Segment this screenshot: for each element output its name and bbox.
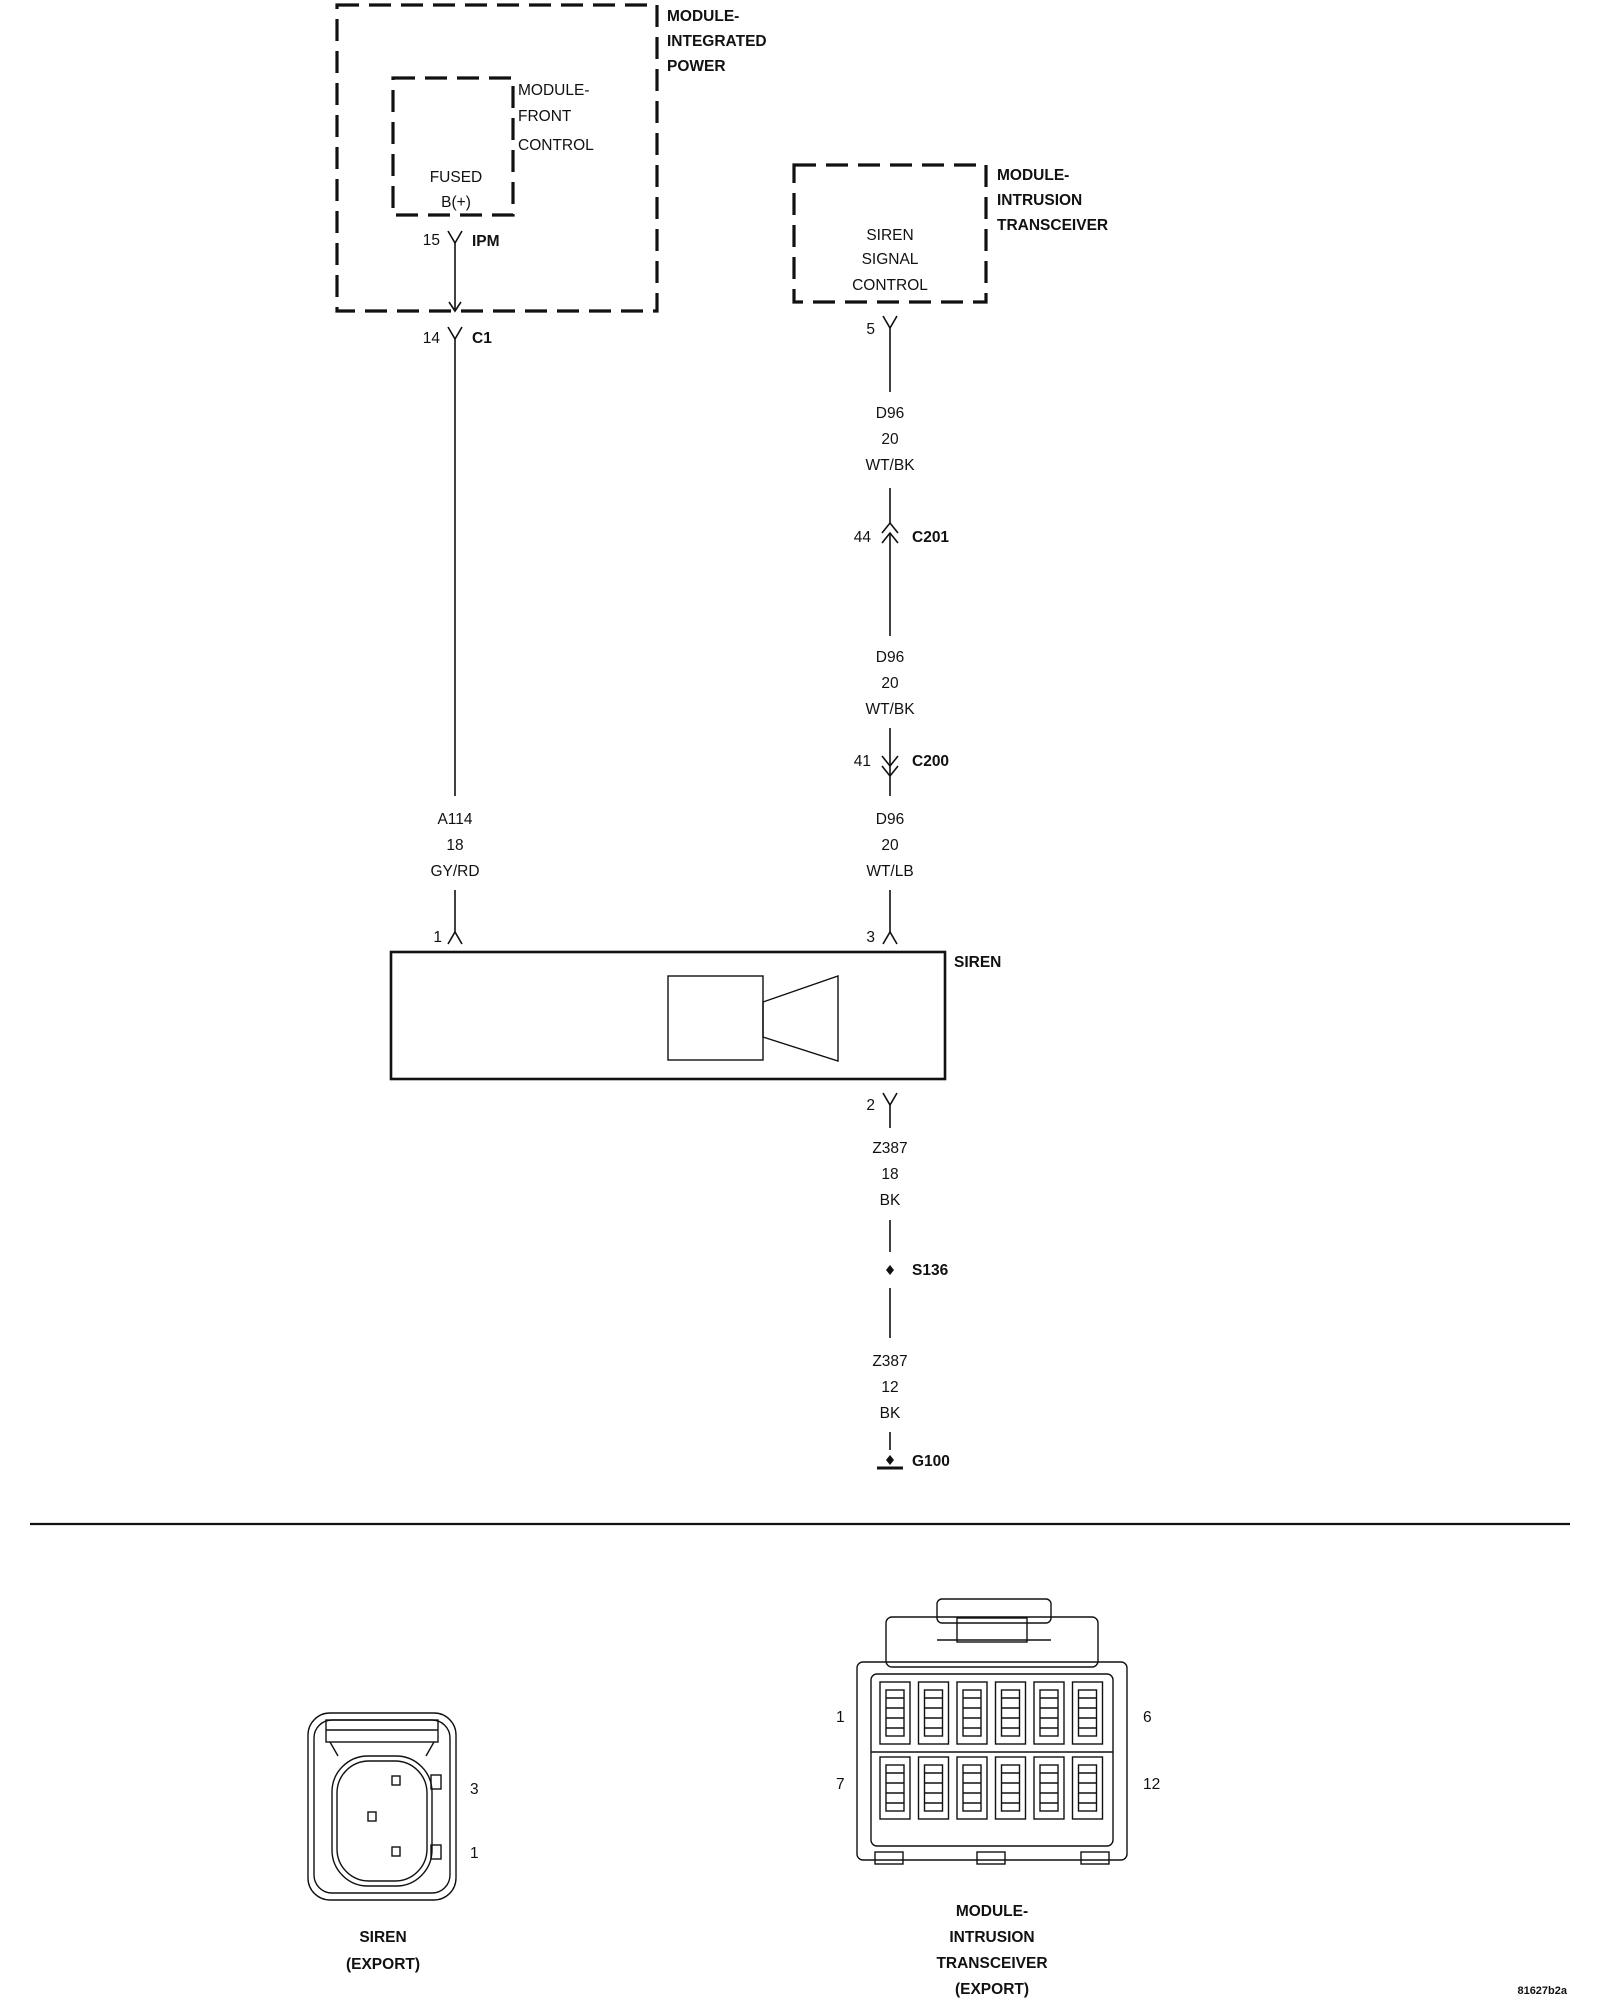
fcm-module-label-3: CONTROL (518, 137, 594, 154)
itm-module-box (792, 163, 988, 304)
connector-cavity (879, 1756, 911, 1820)
siren-pin-3-number: 3 (866, 929, 875, 946)
connector-cavity (917, 1756, 950, 1820)
siren-pin-1-number: 1 (433, 929, 442, 946)
itm-pin-symbol (882, 315, 898, 330)
c1-pin-number: 14 (423, 330, 441, 347)
ipm-pin-symbol (447, 230, 463, 245)
connector-cavity (1033, 1681, 1065, 1745)
ipm-module-label-3: POWER (667, 58, 726, 75)
ipm-connector-label: IPM (472, 233, 500, 250)
wire-z387-1-gauge: 18 (881, 1166, 898, 1183)
wire-d96-2-gauge: 20 (881, 675, 899, 692)
ground-icon-dot (886, 1455, 894, 1465)
itm-connector-pin-7: 7 (836, 1776, 845, 1793)
itm-connector-caption-1: MODULE- (956, 1903, 1028, 1920)
wire-d96-1-gauge: 20 (881, 431, 899, 448)
splice-s136-label: S136 (912, 1262, 949, 1279)
itm-pin-number: 5 (866, 321, 875, 338)
siren-component-box (389, 950, 947, 1081)
connector-cavity (879, 1681, 911, 1745)
itm-connector-pin-12: 12 (1143, 1776, 1160, 1793)
connector-cavity (1033, 1756, 1065, 1820)
ipm-pin-number: 15 (423, 232, 440, 249)
siren-connector-view (307, 1712, 457, 1901)
ipm-module-label-1: MODULE- (667, 8, 739, 25)
c201-connector-label: C201 (912, 529, 949, 546)
fcm-pin-label-2: B(+) (441, 194, 471, 211)
connector-cavity (917, 1681, 950, 1745)
connector-cavity (994, 1756, 1027, 1820)
wire-z387-1-color: BK (880, 1192, 901, 1209)
wire-d96-1-circuit: D96 (876, 405, 904, 422)
ipm-module-box (335, 3, 659, 313)
fcm-module-label-2: FRONT (518, 108, 572, 125)
speaker-icon-body (667, 975, 764, 1061)
c201-pin-number: 44 (854, 529, 872, 546)
itm-connector-caption-2: INTRUSION (949, 1929, 1034, 1946)
itm-connector-caption-4: (EXPORT) (955, 1981, 1029, 1998)
itm-connector-pin-1: 1 (836, 1709, 845, 1726)
fcm-module-label-1: MODULE- (518, 82, 589, 99)
wire-d96-3-color: WT/LB (866, 863, 913, 880)
connector-cavity (994, 1681, 1027, 1745)
ipm-module-label-2: INTEGRATED (667, 33, 767, 50)
siren-connector-pin-3: 3 (470, 1781, 479, 1798)
wire-z387-1-circuit: Z387 (872, 1140, 907, 1157)
speaker-icon-horn (762, 975, 839, 1062)
ground-g100-label: G100 (912, 1453, 950, 1470)
itm-pin-label-3: CONTROL (852, 277, 928, 294)
wire-a114-gauge: 18 (446, 837, 463, 854)
itm-pin-label-1: SIREN (866, 227, 913, 244)
siren-pin-1-symbol (447, 930, 463, 945)
c200-pin-number: 41 (854, 753, 871, 770)
siren-pin-2-symbol (882, 1092, 898, 1107)
wire-z387-2-gauge: 12 (881, 1379, 898, 1396)
siren-pin-2-number: 2 (866, 1097, 875, 1114)
itm-connector-cavities (879, 1681, 1104, 1820)
wire-d96-1-color: WT/BK (865, 457, 915, 474)
wire-a114-circuit: A114 (437, 811, 472, 828)
siren-connector-caption-2: (EXPORT) (346, 1956, 420, 1973)
wire-d96-2-circuit: D96 (876, 649, 904, 666)
siren-component-label: SIREN (954, 954, 1001, 971)
siren-connector-caption-1: SIREN (359, 1929, 406, 1946)
wire-d96-3-circuit: D96 (876, 811, 904, 828)
wire-z387-2-circuit: Z387 (872, 1353, 907, 1370)
fcm-pin-label-1: FUSED (430, 169, 483, 186)
itm-pin-label-2: SIGNAL (862, 251, 919, 268)
connector-cavity (956, 1681, 988, 1745)
wire-d96-2-color: WT/BK (865, 701, 915, 718)
connector-cavity (956, 1756, 988, 1820)
wire-a114-color: GY/RD (430, 863, 479, 880)
c1-pin-symbol (447, 326, 463, 341)
wire-d96-3-gauge: 20 (881, 837, 899, 854)
c1-connector-label: C1 (472, 330, 492, 347)
itm-connector-caption-3: TRANSCEIVER (936, 1955, 1047, 1972)
wire-z387-2-color: BK (880, 1405, 901, 1422)
itm-module-label-2: INTRUSION (997, 192, 1082, 209)
itm-connector-view (856, 1598, 1128, 1865)
ipm-internal-arrow (448, 301, 462, 313)
siren-pin-3-symbol (882, 930, 898, 945)
figure-id: 81627b2a (1517, 1985, 1567, 1997)
c200-connector-label: C200 (912, 753, 949, 770)
connector-cavity (1071, 1756, 1104, 1820)
itm-module-label-1: MODULE- (997, 167, 1069, 184)
itm-module-label-3: TRANSCEIVER (997, 217, 1108, 234)
siren-connector-pin-1: 1 (470, 1845, 479, 1862)
splice-s136-dot (886, 1265, 894, 1275)
connector-cavity (1071, 1681, 1104, 1745)
itm-connector-pin-6: 6 (1143, 1709, 1152, 1726)
